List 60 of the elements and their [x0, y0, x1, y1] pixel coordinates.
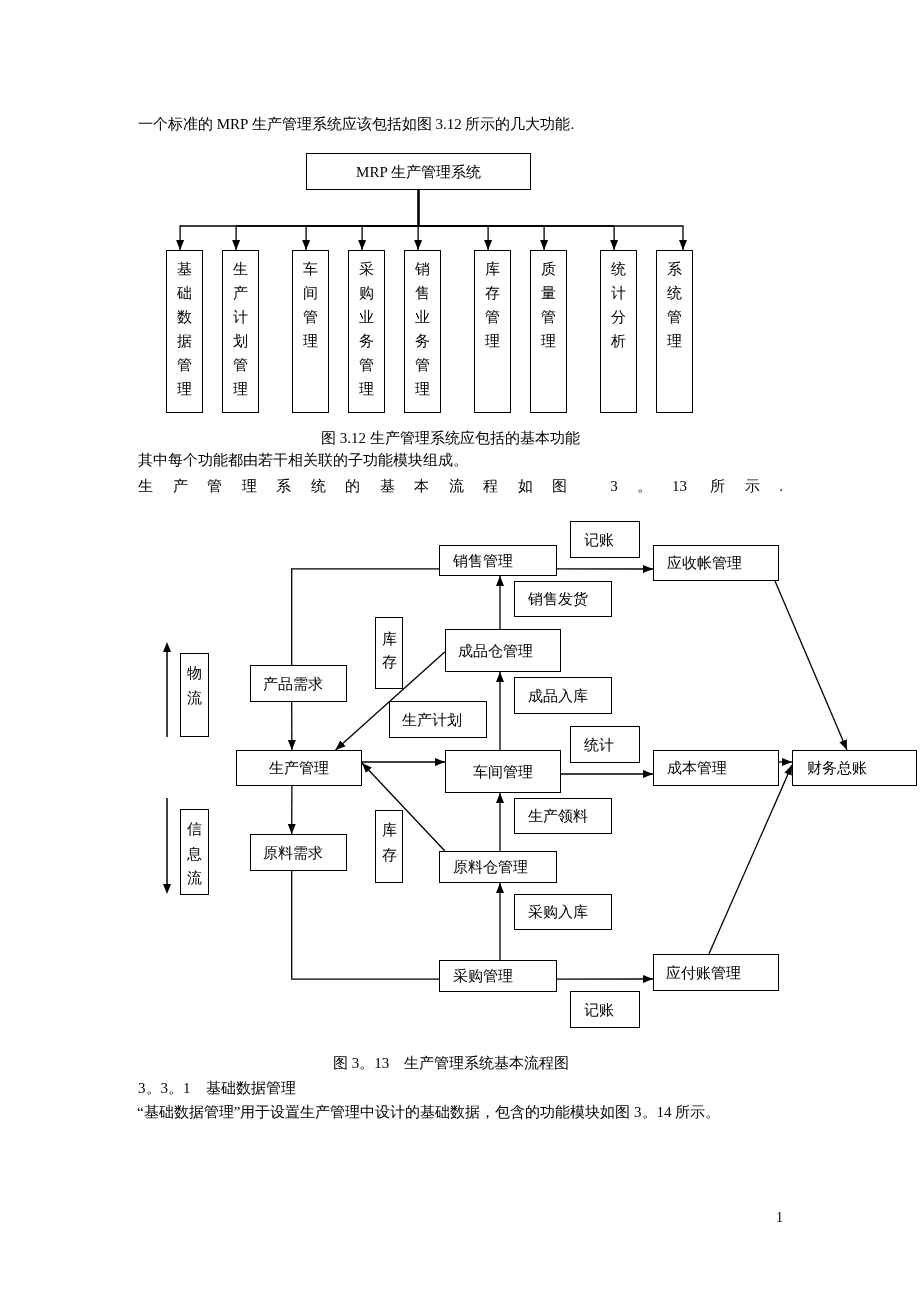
- body-text: 其中每个功能都由若干相关联的子功能模块组成。: [138, 451, 468, 470]
- system-box: MRP 生产管理系统: [306, 153, 531, 190]
- arrow: [774, 580, 848, 751]
- note-box: 库存: [375, 617, 403, 689]
- body-text: 一个标准的 MRP 生产管理系统应该包括如图 3.12 所示的几大功能.: [138, 115, 575, 134]
- arrow: [556, 975, 654, 983]
- function-box: 统计分析: [600, 250, 637, 413]
- arrow: [417, 189, 687, 251]
- arrow: [496, 792, 504, 852]
- arrow: [334, 651, 446, 751]
- figure-caption: 图 3.12 生产管理系统应包括的基本功能: [321, 429, 580, 448]
- arrow: [556, 565, 654, 573]
- note-box: 销售发货: [514, 581, 612, 617]
- body-text: “基础数据管理”用于设置生产管理中设计的基础数据，包含的功能模块如图 3。14 所示。: [137, 1103, 721, 1122]
- arrow: [496, 882, 504, 961]
- module-box: 产品需求: [250, 665, 347, 702]
- note-box: 成品入库: [514, 677, 612, 714]
- arrow: [361, 762, 446, 852]
- arrow: [560, 770, 654, 778]
- function-box: 车间管理: [292, 250, 329, 413]
- note-box: 生产计划: [389, 701, 487, 738]
- module-box: 销售管理: [439, 545, 557, 576]
- note-box: 采购入库: [514, 894, 612, 930]
- module-box: 成本管理: [653, 750, 779, 786]
- module-box: 应付账管理: [653, 954, 779, 991]
- function-box: 采购业务管理: [348, 250, 385, 413]
- arrow: [708, 764, 793, 955]
- function-box: 质量管理: [530, 250, 567, 413]
- page-number: 1: [776, 1209, 783, 1227]
- note-box: 记账: [570, 991, 640, 1028]
- section-heading: 3。3。1 基础数据管理: [138, 1079, 296, 1098]
- flow-type-box: 物流: [180, 653, 209, 737]
- module-box: 财务总账: [792, 750, 917, 786]
- arrow: [778, 758, 793, 766]
- module-box: 原料需求: [250, 834, 347, 871]
- note-box: 库存: [375, 810, 403, 883]
- function-box: 库存管理: [474, 250, 511, 413]
- connector-line: [291, 870, 440, 980]
- module-box: 应收帐管理: [653, 545, 779, 581]
- module-box: 成品仓管理: [445, 629, 561, 672]
- note-box: 记账: [570, 521, 640, 558]
- body-text: 生产管理系统的基本流程如图 3。13 所示.: [138, 477, 783, 496]
- arrow: [287, 701, 296, 751]
- function-box: 生产计划管理: [222, 250, 259, 413]
- note-box: 统计: [570, 726, 640, 763]
- arrow: [287, 785, 296, 835]
- function-box: 基础数据管理: [166, 250, 203, 413]
- arrow: [496, 575, 504, 630]
- function-box: 系统管理: [656, 250, 693, 413]
- arrow: [496, 671, 504, 751]
- note-box: 生产领料: [514, 798, 612, 834]
- module-box: 生产管理: [236, 750, 362, 786]
- function-box: 销售业务管理: [404, 250, 441, 413]
- figure-caption: 图 3。13 生产管理系统基本流程图: [333, 1054, 570, 1073]
- connector-line: [291, 568, 440, 666]
- arrow: [361, 758, 446, 766]
- module-box: 车间管理: [445, 750, 561, 793]
- module-box: 原料仓管理: [439, 851, 557, 883]
- flow-type-box: 信息流: [180, 809, 209, 895]
- module-box: 采购管理: [439, 960, 557, 992]
